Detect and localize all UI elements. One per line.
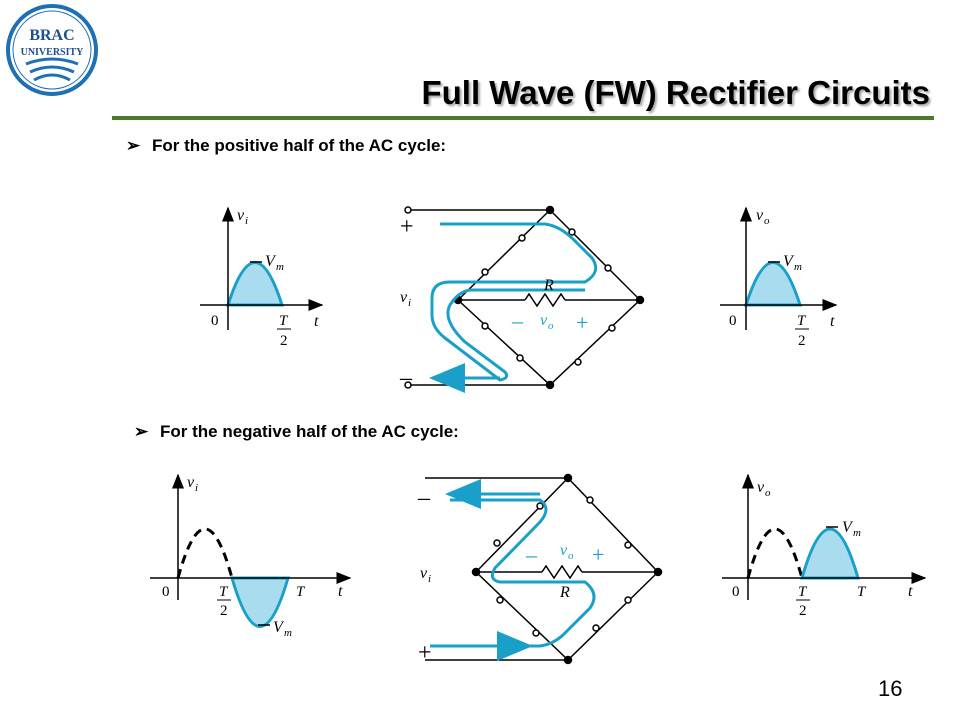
current-path-negative xyxy=(445,498,596,648)
title-underline xyxy=(112,116,934,120)
svg-text:v: v xyxy=(187,474,195,491)
svg-text:i: i xyxy=(195,482,198,494)
svg-text:R: R xyxy=(559,584,570,601)
svg-text:–: – xyxy=(417,485,431,511)
logo-text-brac: BRAC xyxy=(29,27,74,44)
svg-text:–: – xyxy=(399,365,413,391)
label-vm: V xyxy=(265,253,277,270)
svg-text:–: – xyxy=(525,542,538,567)
arrow-bullet-icon: ➢ xyxy=(134,422,149,441)
svg-text:m: m xyxy=(794,261,802,273)
svg-text:V: V xyxy=(273,619,285,636)
svg-text:2: 2 xyxy=(220,603,228,619)
svg-text:R: R xyxy=(543,277,554,294)
bridge-circuit-positive xyxy=(404,205,645,390)
slide-title: Full Wave (FW) Rectifier Circuits xyxy=(421,74,930,111)
output-waveform-negative: v o V m 0 T 2 T t xyxy=(722,473,927,619)
svg-text:+: + xyxy=(418,640,432,666)
label-two: 2 xyxy=(280,333,288,349)
svg-text:2: 2 xyxy=(799,603,807,619)
svg-text:o: o xyxy=(764,215,770,227)
label-T: T xyxy=(279,313,289,329)
current-path-positive xyxy=(430,222,598,382)
svg-text:i: i xyxy=(428,573,431,585)
label-vm-sub: m xyxy=(276,261,284,273)
svg-text:+: + xyxy=(400,214,414,240)
svg-text:m: m xyxy=(284,627,292,639)
bullet-negative-text: For the negative half of the AC cycle: xyxy=(160,422,459,441)
svg-text:V: V xyxy=(783,253,795,270)
svg-text:0: 0 xyxy=(729,313,737,329)
svg-text:T: T xyxy=(857,584,867,600)
svg-text:i: i xyxy=(408,297,411,309)
logo-text-university: UNIVERSITY xyxy=(21,47,85,58)
input-waveform-positive: v i V m 0 T 2 t xyxy=(200,206,324,349)
svg-text:2: 2 xyxy=(798,333,806,349)
input-waveform-negative: v i V m 0 T 2 T t xyxy=(150,473,352,639)
bridge-circuit-negative xyxy=(425,473,663,665)
circuit-labels-positive: + – v i R – v o + xyxy=(399,214,588,391)
output-waveform-positive: v o V m 0 T 2 t xyxy=(720,206,838,349)
svg-text:v: v xyxy=(420,565,428,582)
svg-text:t: t xyxy=(338,583,343,600)
label-t: t xyxy=(314,313,319,330)
label-zero: 0 xyxy=(211,313,219,329)
svg-text:o: o xyxy=(765,487,771,499)
bullet-positive-half: ➢ For the positive half of the AC cycle: xyxy=(126,136,446,156)
svg-text:T: T xyxy=(797,313,807,329)
label-vi-sub: i xyxy=(245,215,248,227)
page-number: 16 xyxy=(878,676,903,701)
bullet-negative-half: ➢ For the negative half of the AC cycle: xyxy=(134,422,459,442)
svg-text:v: v xyxy=(560,542,568,559)
svg-text:v: v xyxy=(756,207,764,224)
svg-text:T: T xyxy=(798,584,808,600)
svg-text:v: v xyxy=(540,312,548,329)
circuit-labels-negative: – + v i R – v o + xyxy=(417,485,604,666)
svg-text:t: t xyxy=(908,583,913,600)
svg-text:v: v xyxy=(400,289,408,306)
svg-text:0: 0 xyxy=(162,584,170,600)
svg-text:V: V xyxy=(842,519,854,536)
svg-text:m: m xyxy=(853,527,861,539)
arrow-bullet-icon: ➢ xyxy=(126,136,141,155)
svg-text:0: 0 xyxy=(732,584,740,600)
svg-text:+: + xyxy=(592,542,604,567)
svg-text:T: T xyxy=(296,584,306,600)
svg-text:T: T xyxy=(219,584,229,600)
svg-text:o: o xyxy=(568,550,574,562)
svg-text:o: o xyxy=(548,320,554,332)
svg-text:t: t xyxy=(830,313,835,330)
bullet-positive-text: For the positive half of the AC cycle: xyxy=(152,136,447,155)
brac-university-logo: BRAC UNIVERSITY xyxy=(6,4,98,96)
svg-text:v: v xyxy=(757,479,765,496)
svg-text:–: – xyxy=(511,308,524,333)
label-vi: v xyxy=(237,207,245,224)
svg-text:+: + xyxy=(576,310,588,335)
